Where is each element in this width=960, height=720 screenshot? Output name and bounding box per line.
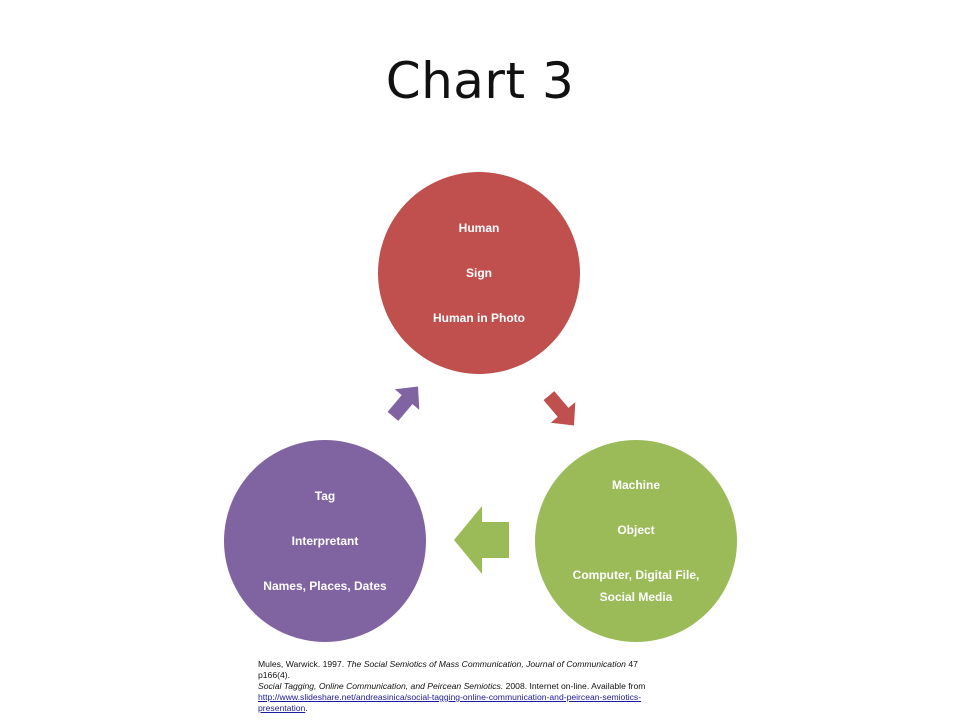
slide-title: Chart 3 <box>385 52 575 110</box>
social-media-label: Social Media <box>599 590 673 604</box>
references: Mules, Warwick. 1997. The Social Semioti… <box>258 659 718 714</box>
computer-label: Computer, Digital File, <box>572 568 700 582</box>
machine-label: Machine <box>611 478 660 492</box>
human-circle: Human Sign Human in Photo <box>378 172 580 374</box>
interpretant-label: Interpretant <box>291 534 359 548</box>
arrow-machine-to-tag <box>454 506 509 574</box>
object-label: Object <box>617 523 655 537</box>
reference-2: Social Tagging, Online Communication, an… <box>258 681 646 713</box>
sign-label: Sign <box>466 266 492 280</box>
names-places-dates-label: Names, Places, Dates <box>263 579 387 593</box>
reference-1: Mules, Warwick. 1997. The Social Semioti… <box>258 659 638 680</box>
arrow-tag-to-human <box>387 386 420 421</box>
tag-circle: Tag Interpretant Names, Places, Dates <box>224 440 426 642</box>
human-label: Human <box>458 221 500 235</box>
reference-link[interactable]: http://www.slideshare.net/andreasinica/s… <box>258 692 642 713</box>
machine-circle: Machine Object Computer, Digital File, S… <box>535 440 737 642</box>
tag-label: Tag <box>314 489 336 503</box>
arrow-human-to-machine <box>543 391 576 426</box>
human-in-photo-label: Human in Photo <box>433 311 525 325</box>
